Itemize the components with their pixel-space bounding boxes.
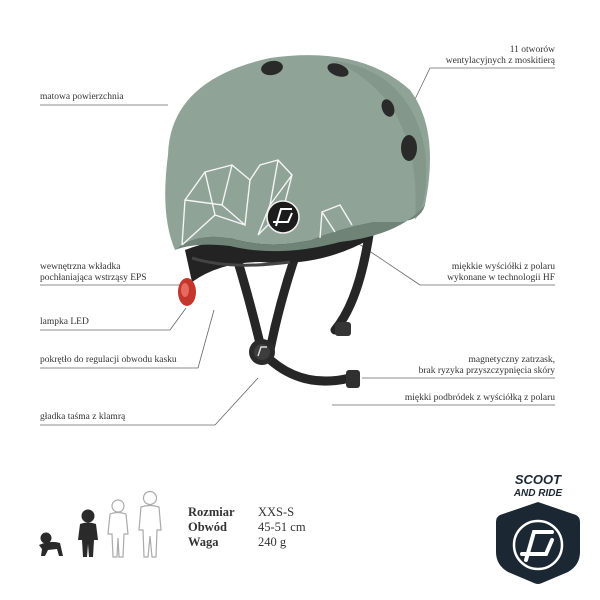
callout-chin: miękki podbródek z wyściółką z polaru: [404, 393, 555, 403]
logo-shield: [496, 502, 580, 584]
callout-line-dial: [197, 309, 215, 369]
spec-size-label: Rozmiar: [188, 505, 235, 519]
spec-row-weight: Waga 240 g: [188, 535, 306, 550]
age-icons: [39, 490, 162, 558]
callout-dial: pokrętło do regulacji obwodu kasku: [40, 355, 177, 365]
callout-liner-line2: pochłaniająca wstrząsy EPS: [40, 273, 147, 283]
chin-strap: [260, 350, 355, 386]
toddler-icon: [78, 509, 98, 557]
spec-row-circumference: Obwód 45-51 cm: [188, 520, 306, 535]
callout-line-strap: [214, 377, 259, 426]
callout-strap: gładka taśma z klamrą: [40, 412, 126, 422]
brand-line2: AND RIDE: [513, 488, 563, 499]
magnetic-buckle: [346, 370, 360, 388]
callout-magnet-line1: magnetyczny zatrzask,: [468, 355, 555, 365]
crawling-baby-icon: [39, 532, 63, 556]
older-child-outline-icon: [138, 490, 162, 558]
callout-vents-line2: wentylacyjnych z moskitierą: [445, 56, 555, 66]
spec-weight-label: Waga: [188, 535, 219, 549]
scoot-and-ride-logo: SCOOT AND RIDE: [488, 470, 588, 585]
callout-padding-line2: wykonane w technologii HF: [447, 273, 555, 283]
callout-vents-line1: 11 otworów: [509, 45, 555, 55]
callout-surface: matowa powierzchnia: [40, 92, 124, 102]
spec-circ-value: 45-51 cm: [258, 520, 306, 534]
brand-line1: SCOOT: [515, 472, 562, 487]
lines-pattern: [181, 159, 353, 246]
strap-slider: [335, 322, 351, 336]
callout-led: lampka LED: [40, 317, 89, 327]
callout-liner-line1: wewnętrzna wkładka: [40, 262, 121, 272]
spec-weight-value: 240 g: [258, 535, 287, 549]
helmet-badge: [266, 200, 300, 234]
spec-row-size: Rozmiar XXS-S: [188, 505, 306, 520]
spec-size-value: XXS-S: [258, 505, 295, 519]
callout-line-padding: [349, 237, 421, 286]
specs-table: Rozmiar XXS-S Obwód 45-51 cm Waga 240 g: [188, 505, 306, 550]
child-outline-icon: [107, 499, 129, 558]
vent-holes: [261, 60, 417, 161]
callout-padding-line1: miękkie wyściółki z polaru: [451, 262, 555, 272]
callout-line-led: [169, 307, 187, 331]
spec-circ-label: Obwód: [188, 520, 227, 534]
callout-magnet-line2: brak ryzyka przyszczypnięcia skóry: [418, 366, 555, 376]
helmet-shell: [165, 55, 430, 250]
